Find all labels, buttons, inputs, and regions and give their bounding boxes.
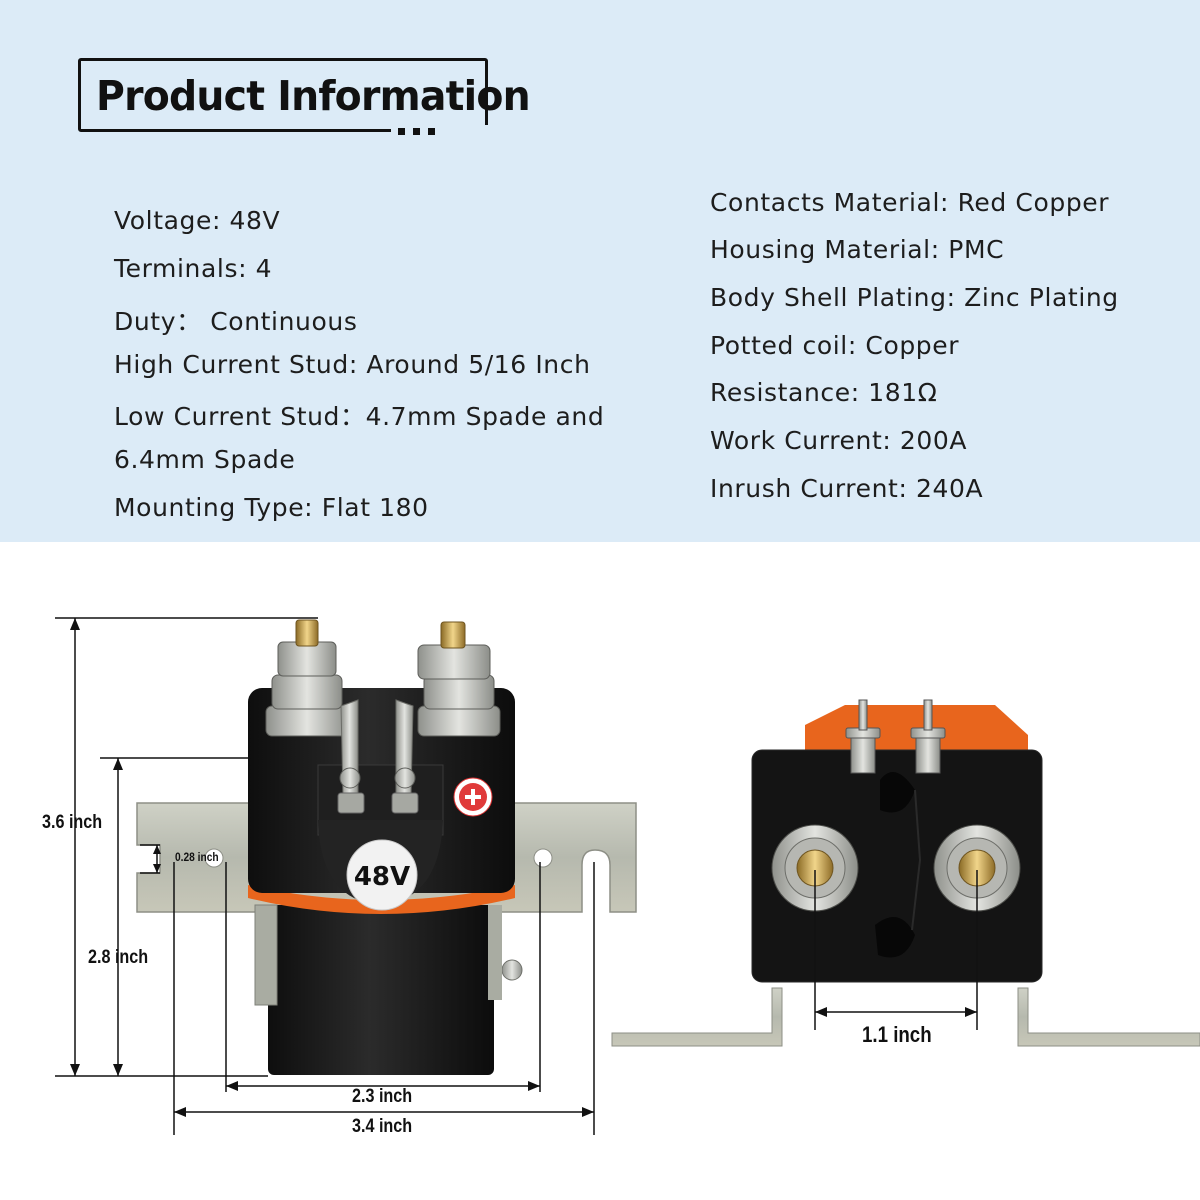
spec-mounting-type: Mounting Type: Flat 180 — [114, 493, 429, 522]
solenoid-front-view: 48V — [136, 619, 637, 1075]
dimension-lines-front — [55, 617, 595, 1135]
orange-seal-band — [248, 885, 515, 914]
title-frame — [78, 58, 491, 135]
bracket-hole-left — [204, 848, 224, 868]
dimension-arrows-top — [815, 1007, 977, 1017]
spec-duty: Duty： Continuous — [114, 307, 358, 336]
dim-height-body: 2.8 inch — [88, 947, 149, 968]
spec-potted-coil: Potted coil: Copper — [710, 331, 960, 360]
high-current-stud-top-right — [933, 824, 1021, 912]
solenoid-lower-body — [268, 905, 494, 1075]
spec-high-current-stud: High Current Stud: Around 5/16 Inch — [114, 350, 591, 379]
mounting-bracket-side — [611, 987, 783, 1047]
high-current-stud-right — [417, 621, 501, 737]
dimension-lines-top — [814, 870, 978, 1030]
page-title: Product Information — [96, 72, 531, 120]
bracket-hole-right — [533, 848, 553, 868]
spec-body-shell-plating: Body Shell Plating: Zinc Plating — [710, 283, 1119, 312]
spec-contacts-material: Contacts Material: Red Copper — [710, 188, 1110, 217]
dim-width-total: 3.4 inch — [352, 1116, 413, 1137]
dim-width-holes: 2.3 inch — [352, 1086, 413, 1107]
dim-height-total: 3.6 inch — [42, 812, 103, 833]
high-current-stud-top-left — [771, 824, 859, 912]
dim-slot: 0.28 inch — [175, 850, 219, 864]
voltage-label: 48V — [354, 862, 410, 892]
spec-work-current: Work Current: 200A — [710, 426, 968, 455]
title-dots — [398, 128, 435, 135]
spec-low-current-stud: Low Current Stud：4.7mm Spade and — [114, 402, 605, 431]
spec-resistance: Resistance: 181Ω — [710, 378, 938, 407]
solenoid-top-view — [611, 699, 1200, 1047]
spec-voltage: Voltage: 48V — [114, 206, 281, 235]
info-panel: Product Information Voltage: 48V Termina… — [0, 0, 1200, 542]
solenoid-housing-top — [751, 749, 1043, 983]
spec-low-current-stud-cont: 6.4mm Spade — [114, 445, 296, 474]
dimension-arrows-front — [70, 618, 594, 1117]
voltage-label-sticker — [346, 839, 418, 911]
spec-inrush-current: Inrush Current: 240A — [710, 474, 984, 503]
spec-terminals: Terminals: 4 — [114, 254, 273, 283]
low-current-spades — [337, 699, 419, 814]
high-current-stud-left — [265, 619, 349, 737]
coil-terminals — [845, 699, 946, 774]
spec-housing-material: Housing Material: PMC — [710, 235, 1005, 264]
dim-stud-spacing: 1.1 inch — [862, 1022, 932, 1047]
